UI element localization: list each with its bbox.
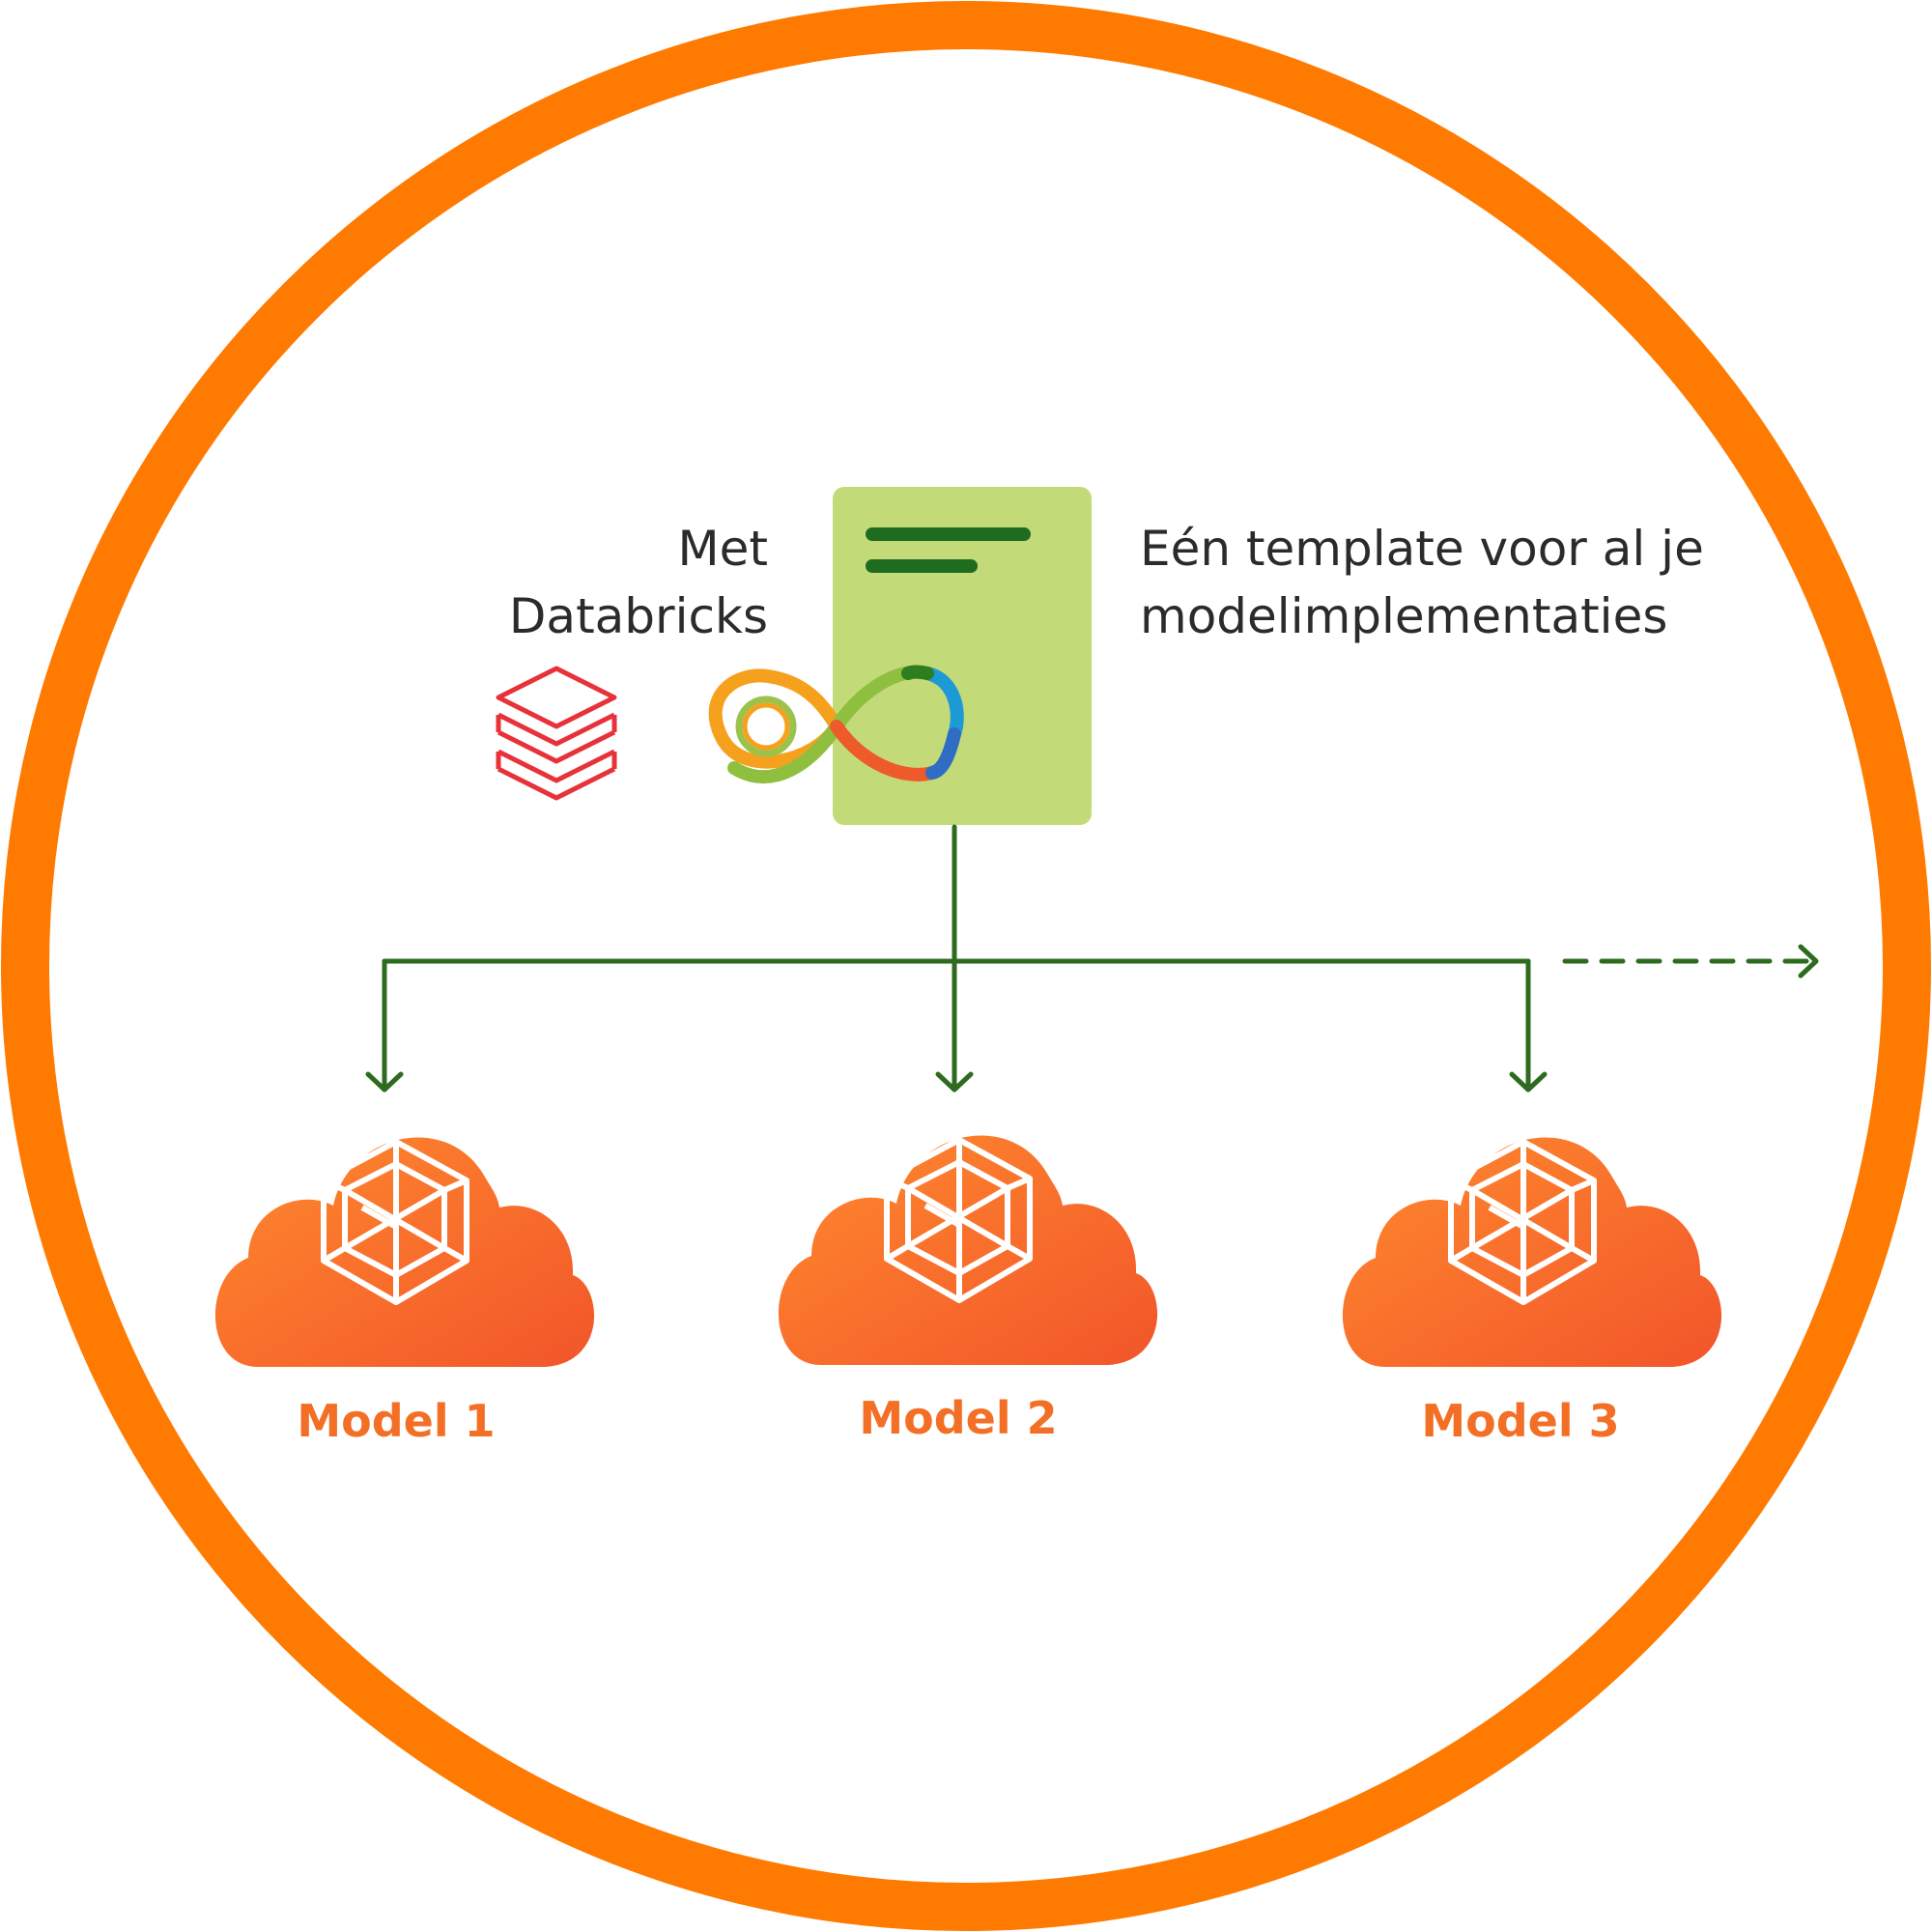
model-cloud-2 <box>778 1135 1158 1365</box>
model-cube-icon <box>321 1139 469 1305</box>
left-caption-line1: Met <box>677 521 768 577</box>
extension-arrowhead <box>1798 944 1819 979</box>
connector-lines <box>365 824 1819 1093</box>
databricks-logo-icon <box>496 666 617 801</box>
model-cloud-1 <box>214 1137 595 1367</box>
arrowhead-1 <box>365 1071 404 1093</box>
left-caption-line2: Databricks <box>509 588 768 644</box>
arrowhead-2 <box>935 1071 974 1093</box>
model-label-1: Model 1 <box>297 1395 495 1447</box>
model-label-2: Model 2 <box>859 1392 1057 1444</box>
model-cube-icon <box>884 1137 1033 1303</box>
model-cube-icon <box>1448 1139 1597 1305</box>
template-document-icon <box>833 487 1092 825</box>
model-label-3: Model 3 <box>1421 1395 1619 1447</box>
right-caption-line1: Eén template voor al je <box>1140 521 1704 577</box>
arrowhead-3 <box>1509 1071 1548 1093</box>
model-cloud-3 <box>1342 1137 1722 1367</box>
right-caption-line2: modelimplementaties <box>1140 588 1667 644</box>
infinity-loop-icon <box>708 665 964 784</box>
